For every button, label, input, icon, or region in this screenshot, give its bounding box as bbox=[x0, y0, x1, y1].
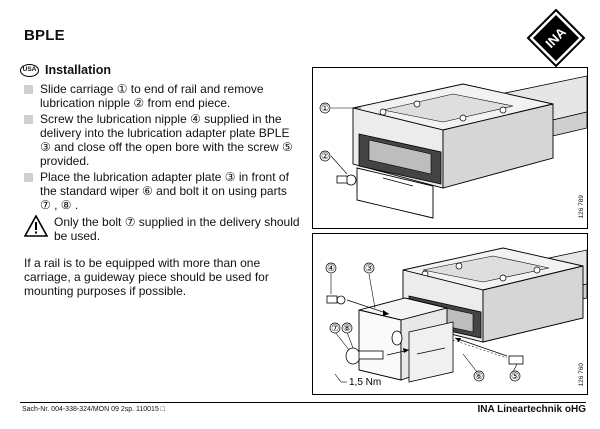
torque-label: 1,5 Nm bbox=[349, 377, 381, 388]
ina-logo: INA bbox=[526, 8, 586, 68]
step-item: Slide carriage ① to end of rail and remo… bbox=[24, 82, 300, 110]
footer-company: INA Lineartechnik oHG bbox=[477, 404, 586, 415]
callout-6: ⑥ bbox=[475, 371, 483, 381]
figure-code: 126 789 bbox=[578, 194, 585, 219]
warning-triangle-icon bbox=[24, 215, 48, 237]
callout-8: ⑧ bbox=[343, 323, 351, 333]
usa-badge: USA bbox=[20, 63, 39, 77]
footer-divider bbox=[20, 402, 586, 403]
step-item: Place the lubrication adapter plate ③ in… bbox=[24, 170, 300, 212]
adapter-plate-drawing: ④ ③ ⑦ ⑧ ⑥ ⑤ 1,5 Nm bbox=[325, 247, 587, 388]
instruction-steps: Slide carriage ① to end of rail and remo… bbox=[24, 82, 300, 243]
callout-5: ⑤ bbox=[511, 371, 519, 381]
step-text: Slide carriage ① to end of rail and remo… bbox=[40, 82, 264, 110]
square-bullet-icon bbox=[24, 115, 33, 124]
warning-text: Only the bolt ⑦ supplied in the delivery… bbox=[54, 215, 300, 243]
mounting-note: If a rail is to be equipped with more th… bbox=[24, 256, 269, 298]
section-title: Installation bbox=[45, 63, 111, 77]
step-text: Screw the lubrication nipple ④ supplied … bbox=[40, 112, 293, 168]
callout-3: ③ bbox=[365, 263, 373, 273]
square-bullet-icon bbox=[24, 173, 33, 182]
page-title: BPLE bbox=[24, 27, 65, 44]
footer-document-number: Sach-Nr. 004-338-324/MON 09 2sp. 110015 … bbox=[22, 406, 166, 413]
step-text: Place the lubrication adapter plate ③ in… bbox=[40, 170, 289, 212]
figure-adapter-plate-mounting: ④ ③ ⑦ ⑧ ⑥ ⑤ 1,5 Nm 126 760 bbox=[312, 233, 588, 395]
figure-code: 126 760 bbox=[578, 362, 585, 387]
section-header: USA Installation bbox=[20, 63, 111, 77]
carriage-drawing: ① ② bbox=[319, 75, 587, 219]
callout-1: ① bbox=[321, 103, 329, 113]
callout-4: ④ bbox=[327, 263, 335, 273]
callout-2: ② bbox=[321, 151, 329, 161]
figure-carriage-removal: ① ② 126 789 bbox=[312, 67, 588, 229]
step-item: Screw the lubrication nipple ④ supplied … bbox=[24, 112, 300, 168]
warning-note: Only the bolt ⑦ supplied in the delivery… bbox=[24, 215, 300, 243]
square-bullet-icon bbox=[24, 85, 33, 94]
callout-7: ⑦ bbox=[331, 323, 339, 333]
